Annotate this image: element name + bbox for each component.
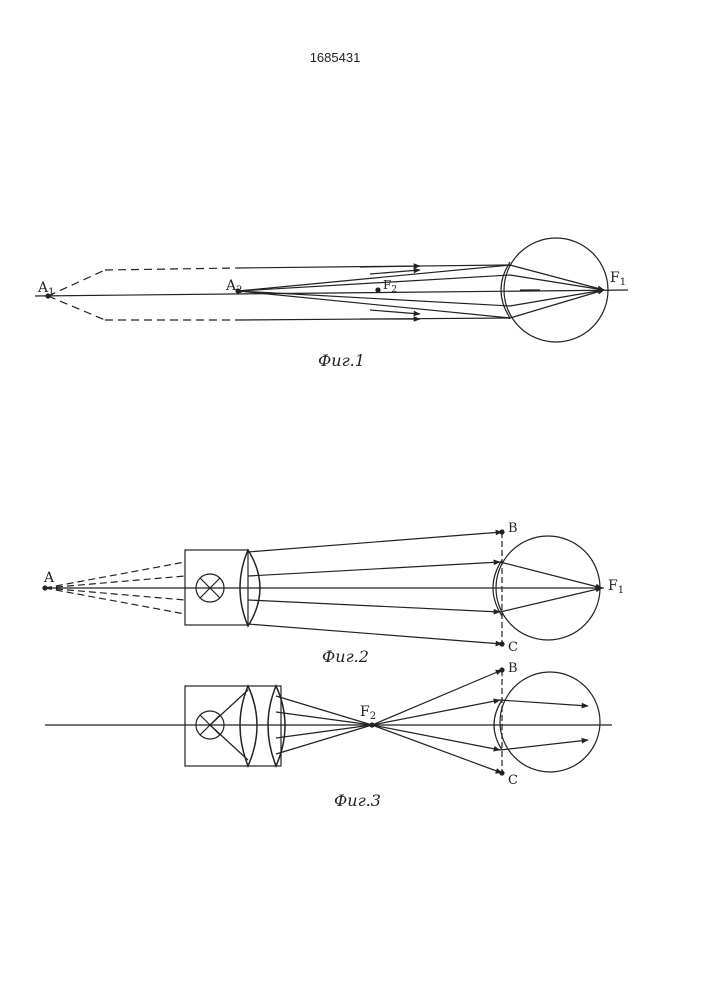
div-ray-b (372, 670, 502, 725)
caption-fig2: Фиг.2 (322, 647, 369, 666)
point-b-3 (500, 668, 504, 672)
eye-globe-3 (500, 672, 600, 772)
label-c-fig3: C (508, 773, 518, 788)
refracted-2b (500, 588, 602, 612)
div-ray-3 (372, 725, 500, 750)
lens-3a (240, 686, 257, 766)
point-a (43, 586, 47, 590)
conv-ray-1 (276, 696, 372, 725)
beam-b (248, 532, 502, 552)
refracted-3a (500, 700, 588, 706)
caption-fig3: Фиг.3 (334, 791, 381, 810)
point-f2 (376, 288, 380, 292)
div-ray-c (372, 725, 502, 773)
figure-3 (45, 668, 612, 775)
label-f2-fig3: F2 (360, 704, 376, 722)
virtual-ray-upper (48, 270, 105, 296)
dash-ray-4 (45, 588, 185, 614)
label-b-fig3: B (508, 661, 518, 676)
point-f2-3 (370, 723, 374, 727)
patent-number: 1685431 (310, 50, 361, 65)
beam-c (248, 624, 502, 644)
label-a2: A2 (225, 278, 243, 296)
conv-ray-2 (276, 712, 372, 725)
cornea (501, 262, 510, 318)
dash-ray-3 (45, 588, 185, 600)
virtual-ray-upper-ext (105, 268, 238, 270)
arrow-upper-inner (370, 270, 420, 274)
device-housing-3 (185, 686, 281, 766)
label-b-fig2: B (508, 521, 518, 536)
label-c-fig2: C (508, 640, 518, 655)
figure-2 (43, 530, 604, 646)
label-f1: F1 (610, 270, 626, 288)
point-c (500, 642, 504, 646)
point-c-3 (500, 771, 504, 775)
refracted-3b (500, 740, 588, 750)
label-a: A (43, 570, 55, 586)
ray-a2-lower (238, 291, 510, 318)
arrow-lower-inner (370, 310, 420, 314)
refracted-2a (500, 562, 602, 588)
ray-a2-center-down (238, 291, 510, 306)
conv-ray-3 (276, 725, 372, 738)
dash-ray-2 (45, 576, 185, 588)
optical-axis (35, 290, 628, 296)
label-a1: A1 (37, 280, 55, 298)
label-f1-fig2: F1 (608, 578, 624, 596)
conv-ray-4 (276, 725, 372, 754)
caption-fig1: Фиг.1 (318, 351, 365, 370)
virtual-ray-lower (48, 296, 105, 320)
beam-3 (248, 600, 500, 612)
beam-2 (248, 562, 500, 576)
internal-ray-2 (210, 725, 248, 760)
div-ray-2 (372, 700, 500, 725)
point-b (500, 530, 504, 534)
figure-1 (35, 238, 628, 342)
dash-ray-1 (45, 562, 185, 588)
